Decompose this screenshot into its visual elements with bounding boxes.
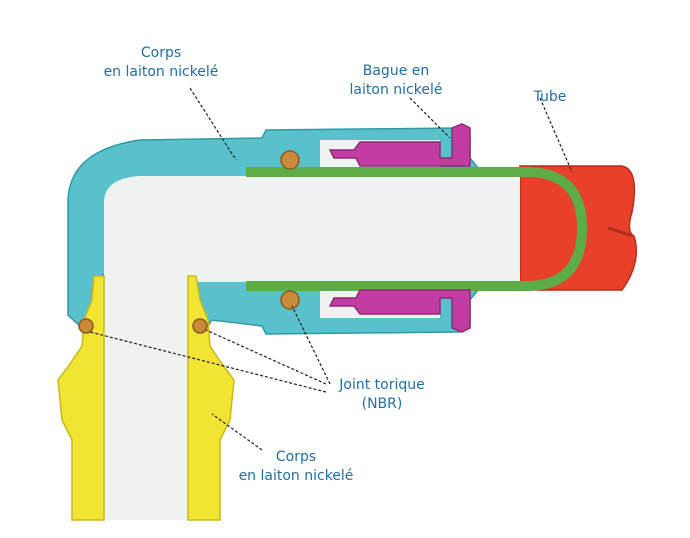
body-bore-vertical — [104, 176, 246, 520]
label-joint-line2: (NBR) — [361, 396, 403, 412]
clamping-ring-icon — [328, 123, 471, 333]
label-bague-line2: laiton nickelé — [349, 82, 443, 98]
label-corps-top-line1: Corps — [140, 45, 182, 61]
label-corps-bottom-line2: en laiton nickelé — [238, 468, 354, 484]
leader-joint-1 — [291, 305, 331, 385]
ring-bottom — [328, 289, 471, 333]
ring-top — [328, 123, 471, 167]
leader-bague — [409, 97, 451, 139]
leader-tube — [539, 97, 573, 173]
label-tube-text: Tube — [533, 89, 567, 105]
label-corps-top: Corps en laiton nickelé — [66, 44, 256, 82]
leader-joint-3 — [89, 331, 327, 393]
label-tube: Tube — [520, 88, 580, 107]
label-joint-line1: Joint torique — [339, 377, 425, 393]
oring-top — [280, 150, 300, 170]
threaded-base-icon — [57, 275, 235, 521]
label-bague-line1: Bague en — [362, 63, 430, 79]
leader-lines — [89, 87, 573, 451]
label-corps-top-line2: en laiton nickelé — [103, 64, 219, 80]
leader-corps-top — [189, 87, 237, 161]
label-corps-bottom-line1: Corps — [275, 449, 317, 465]
leader-corps-bottom — [211, 413, 263, 451]
base-left-wall — [57, 275, 105, 521]
label-corps-bottom: Corps en laiton nickelé — [206, 448, 386, 486]
label-joint: Joint torique (NBR) — [312, 376, 452, 414]
label-bague: Bague en laiton nickelé — [326, 62, 466, 100]
oring-right — [192, 318, 208, 334]
tube-green-wall — [246, 167, 588, 291]
tube-crease-line — [607, 226, 633, 238]
o-ring-icon — [78, 150, 300, 334]
base-right-wall — [187, 275, 235, 521]
leader-joint-2 — [205, 329, 327, 385]
oring-bottom — [280, 290, 300, 310]
body-bore-horizontal — [244, 176, 520, 282]
oring-left — [78, 318, 94, 334]
inner-tube — [246, 167, 588, 291]
